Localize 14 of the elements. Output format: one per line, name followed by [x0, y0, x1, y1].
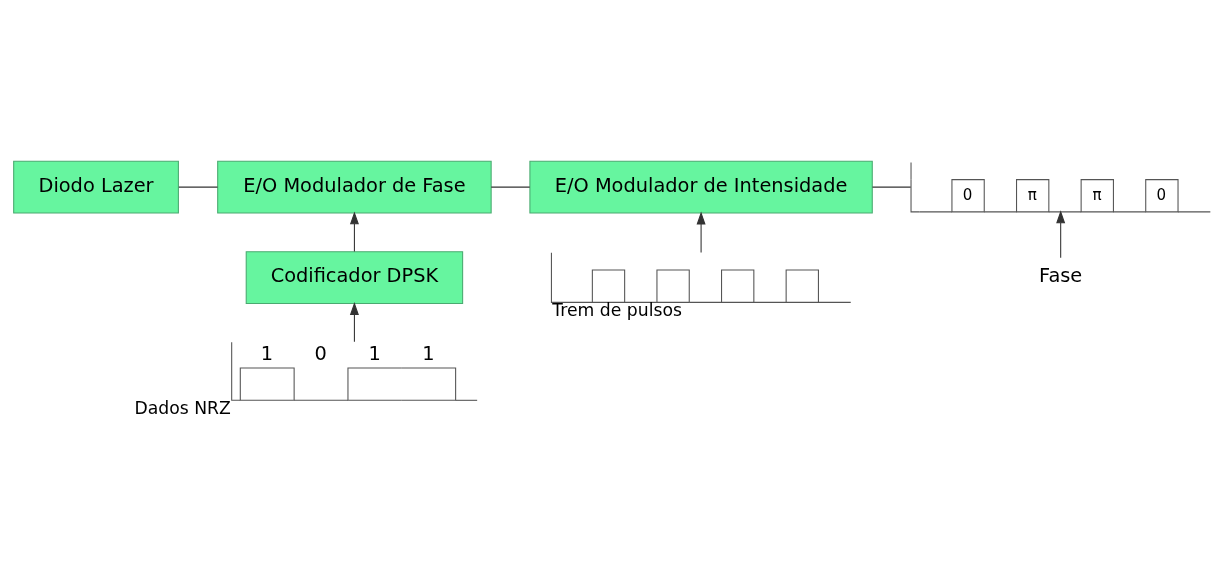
node-box: Codificador DPSK [245, 250, 464, 304]
connector [871, 186, 912, 188]
node-label: Trem de pulsos [552, 299, 682, 320]
arrow [1056, 209, 1066, 258]
arrow [349, 301, 359, 342]
node-label: Dados NRZ [134, 397, 231, 418]
node-box: E/O Modulador de Fase [217, 160, 492, 213]
node-box: E/O Modulador de Intensidade [529, 160, 873, 213]
arrow [349, 210, 359, 252]
connector [178, 186, 219, 188]
node-box: Diodo Lazer [13, 160, 179, 213]
connector [490, 186, 531, 188]
node-text: Fase [1039, 263, 1083, 287]
arrow [696, 211, 706, 253]
